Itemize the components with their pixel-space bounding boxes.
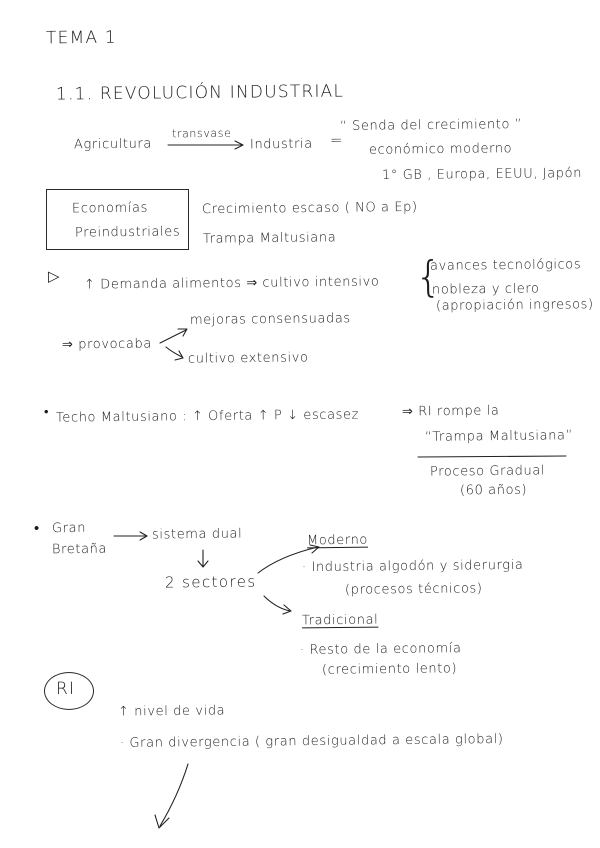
gb-modern-desc2: (procesos técnicos) (344, 581, 483, 598)
ri-item1: ↑ nivel de vida (117, 703, 226, 720)
flow-to: Industria (249, 136, 313, 153)
flow-quote-line2: económico moderno (368, 141, 513, 158)
demand-branch3: (apropiación ingresos) (435, 297, 594, 314)
flow-arrow-label: transvase (171, 126, 232, 141)
preindustrial-box (46, 189, 189, 250)
techo-result2: “Trampa Maltusiana” (424, 428, 573, 445)
gb-label2: Bretaña (51, 541, 108, 558)
techo-bullet: • (43, 404, 50, 421)
box-line1: Economías (71, 200, 149, 217)
gb-bullet: • (33, 518, 41, 538)
traditional-arrow-icon (263, 595, 291, 612)
demand-branch1: avances tecnológicos (429, 257, 582, 274)
provoca-branch1: mejoras consensuadas (189, 311, 351, 328)
ri-badge: RI (55, 678, 76, 700)
preindustrial-trait1: Crecimiento escaso ( NO a Ep) (201, 199, 418, 218)
flow-quote-line1: “ Senda del crecimiento ” (339, 117, 523, 134)
provoca-branch2: cultivo extensivo (187, 350, 309, 367)
demand-text: ↑ Demanda alimentos ⇒ cultivo intensivo (83, 274, 380, 293)
triangle-marker-icon: ▷ (47, 266, 62, 286)
ri-item2: · Gran divergencia ( gran desigualdad a … (119, 731, 504, 752)
techo-note2: (60 años) (459, 482, 528, 499)
gb-traditional: Tradicional (301, 612, 379, 629)
long-down-arrow-icon (159, 763, 189, 827)
provoca-up-arrow-icon (159, 329, 187, 344)
gb-system: sistema dual (151, 526, 243, 543)
techo-result1: ⇒ RI rompe la (401, 403, 500, 420)
flow-from: Agricultura (73, 136, 152, 153)
gb-traditional-desc1: · Resto de la economía (299, 641, 462, 658)
section-heading: 1.1. REVOLUCIÓN INDUSTRIAL (55, 81, 345, 105)
provoca-down-arrow-icon (165, 346, 183, 358)
flow-countries: 1° GB , Europa, EEUU, Japón (381, 165, 583, 184)
techo-text: Techo Maltusiano : ↑ Oferta ↑ P ↓ escase… (55, 407, 360, 426)
techo-divider (417, 455, 567, 458)
gb-label1: Gran (51, 520, 87, 537)
gb-sectors: 2 sectores (164, 572, 257, 592)
page-title: TEMA 1 (45, 27, 117, 49)
gb-modern: Moderno (306, 532, 369, 549)
techo-note1: Proceso Gradual (429, 463, 546, 480)
gb-modern-desc1: · Industria algodón y siderurgia (301, 557, 524, 576)
preindustrial-trait2: Trampa Maltusiana (202, 230, 337, 247)
gb-traditional-desc2: (crecimiento lento) (321, 661, 458, 678)
flow-equals: = (329, 130, 345, 150)
transvase-arrowhead-icon (234, 140, 244, 150)
box-line2: Preindustriales (74, 224, 181, 241)
provoca-label: ⇒ provocaba (61, 336, 152, 353)
ri-circle (44, 672, 94, 710)
demand-branch2: nobleza y clero (431, 281, 540, 298)
